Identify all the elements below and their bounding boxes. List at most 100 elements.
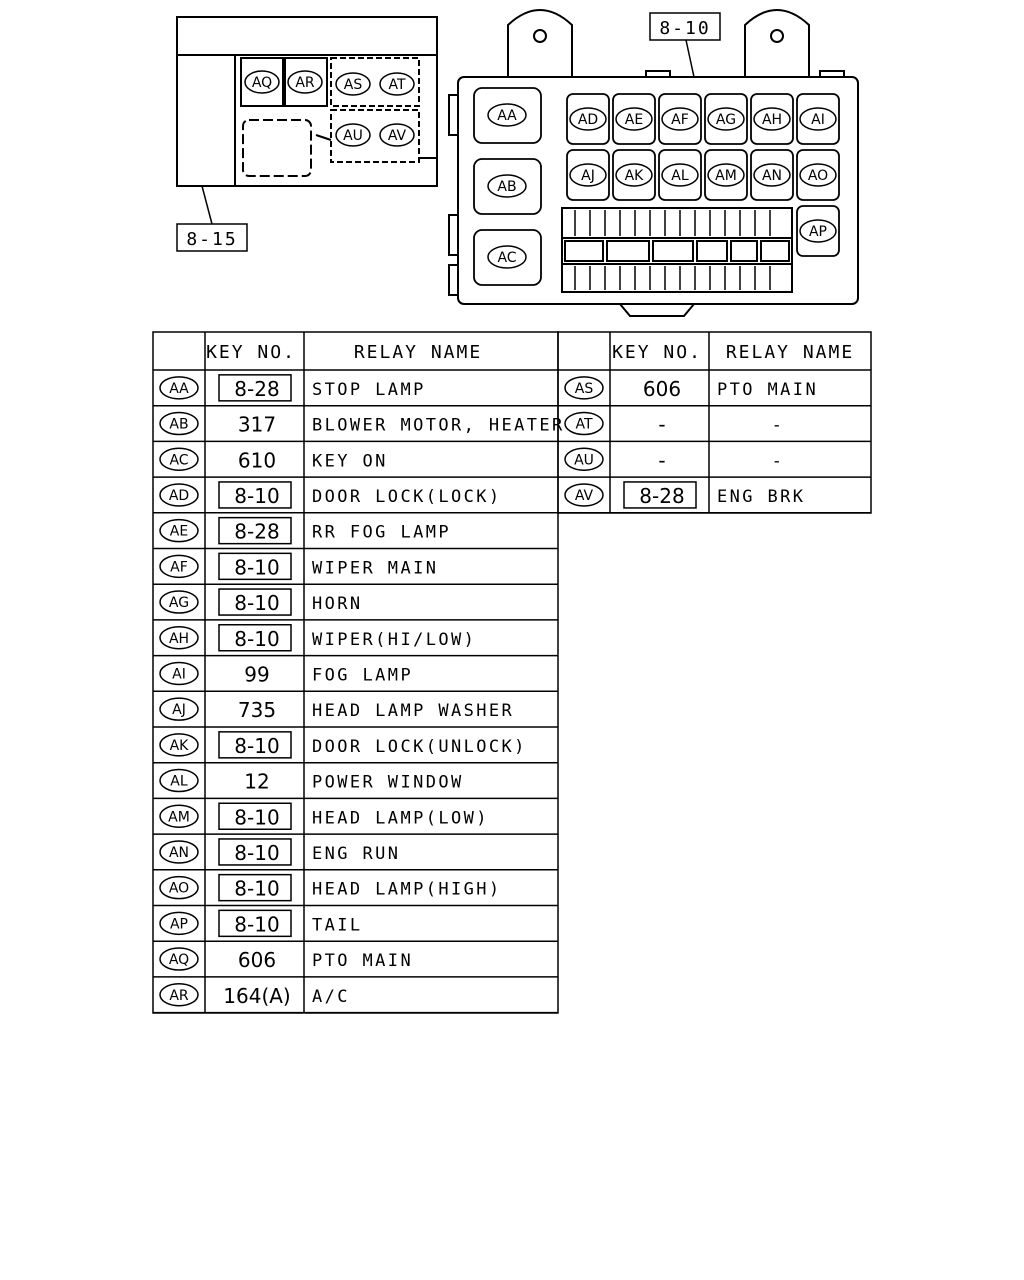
row-relay-name: PTO MAIN <box>312 951 413 971</box>
key-no-box <box>218 731 292 759</box>
row-code-ai-label: AI <box>172 666 186 682</box>
right-box-terminal-lines <box>574 210 771 290</box>
relay-ak: AK <box>612 149 656 201</box>
key-no-box <box>218 838 292 866</box>
row-code-ak-label: AK <box>170 738 190 754</box>
table-row: AT-- <box>564 411 782 437</box>
row-code-am-label: AM <box>168 809 190 825</box>
row-relay-name: BLOWER MOTOR, HEATER <box>312 416 565 436</box>
row-key-no: 8-10 <box>234 484 279 508</box>
row-relay-name: DOOR LOCK(UNLOCK) <box>312 737 527 757</box>
row-relay-name: HEAD LAMP WASHER <box>312 701 514 721</box>
row-code-as: AS <box>564 376 604 400</box>
relay-ai: AI <box>796 93 840 145</box>
left-relay-ar: AR <box>287 70 323 94</box>
left-relay-at-label: AT <box>388 77 405 93</box>
row-code-am: AM <box>159 804 199 828</box>
row-code-ak: AK <box>159 733 199 757</box>
row-code-at-label: AT <box>575 417 592 433</box>
row-code-ar: AR <box>159 983 199 1007</box>
relay-ag: AG <box>704 93 748 145</box>
row-code-an-label: AN <box>169 845 189 861</box>
row-code-ad-label: AD <box>169 488 189 504</box>
row-code-ab-label: AB <box>169 417 188 433</box>
key-no-box <box>218 909 292 938</box>
row-code-ac: AC <box>159 447 199 471</box>
left-relay-av: AV <box>379 123 415 147</box>
row-relay-name: WIPER MAIN <box>312 558 438 578</box>
row-key-no: 8-28 <box>639 484 684 508</box>
row-code-as-label: AS <box>575 381 594 397</box>
row-code-au: AU <box>564 447 604 471</box>
relay-an-label: AN <box>762 168 782 184</box>
row-key-no: - <box>658 448 665 472</box>
row-relay-name: HORN <box>312 594 363 614</box>
row-relay-name: DOOR LOCK(LOCK) <box>312 487 502 507</box>
left-header-relay-name: RELAY NAME <box>354 342 482 363</box>
row-key-no: 8-10 <box>234 877 279 901</box>
row-key-no: 610 <box>238 448 276 472</box>
row-code-at: AT <box>564 411 604 436</box>
relay-ak-label: AK <box>625 168 645 184</box>
row-relay-name: TAIL <box>312 915 363 935</box>
relay-ai-label: AI <box>811 112 825 128</box>
row-key-no: 8-10 <box>234 627 279 651</box>
key-no-box <box>218 374 292 402</box>
right-header-relay-name: RELAY NAME <box>726 342 854 363</box>
row-code-ao: AO <box>159 875 199 900</box>
row-code-ae: AE <box>159 518 199 543</box>
key-no-box <box>623 481 697 509</box>
row-code-ac-label: AC <box>169 452 188 468</box>
row-code-ap: AP <box>159 911 199 936</box>
row-relay-name: KEY ON <box>312 451 388 471</box>
relay-ab-label: AB <box>497 179 516 195</box>
row-key-no: 12 <box>244 770 269 794</box>
callout-8-10: 8-10 <box>649 12 721 78</box>
row-key-no: 735 <box>238 698 276 722</box>
row-code-ar-label: AR <box>169 988 189 1004</box>
relay-ao: AO <box>796 149 840 201</box>
left-header-key-no: KEY NO. <box>206 342 296 363</box>
row-code-aj-label: AJ <box>172 702 186 718</box>
relay-an: AN <box>750 149 794 201</box>
row-key-no: 8-10 <box>234 841 279 865</box>
row-code-ag-label: AG <box>169 595 189 611</box>
left-relay-aq: AQ <box>244 70 280 94</box>
relay-ac-label: AC <box>497 250 516 266</box>
relay-ac: AC <box>473 229 542 286</box>
row-code-ab: AB <box>159 411 199 436</box>
table-row: AJ 735 HEAD LAMP WASHER <box>159 697 514 722</box>
row-code-aa-label: AA <box>169 381 189 397</box>
row-code-ai: AI <box>159 661 199 686</box>
relay-ae-label: AE <box>625 112 643 128</box>
table-row-lines <box>153 369 871 1014</box>
row-relay-name: ENG BRK <box>717 487 805 507</box>
relay-aj: AJ <box>566 149 610 201</box>
relay-ag-label: AG <box>716 112 736 128</box>
row-key-no: 8-10 <box>234 912 279 936</box>
row-key-no: 164(A) <box>223 984 290 1008</box>
key-no-box <box>218 802 292 830</box>
relay-aj-label: AJ <box>581 168 595 184</box>
row-code-an: AN <box>159 840 199 864</box>
row-code-ao-label: AO <box>169 881 189 897</box>
relay-ad: AD <box>566 93 610 145</box>
left-relay-au-label: AU <box>343 128 363 144</box>
row-relay-name: ENG RUN <box>312 844 400 864</box>
key-no-box <box>218 624 292 652</box>
row-relay-name: RR FOG LAMP <box>312 523 451 543</box>
table-row: AP 8-10 TAIL <box>159 909 363 938</box>
key-no-box <box>218 552 292 581</box>
